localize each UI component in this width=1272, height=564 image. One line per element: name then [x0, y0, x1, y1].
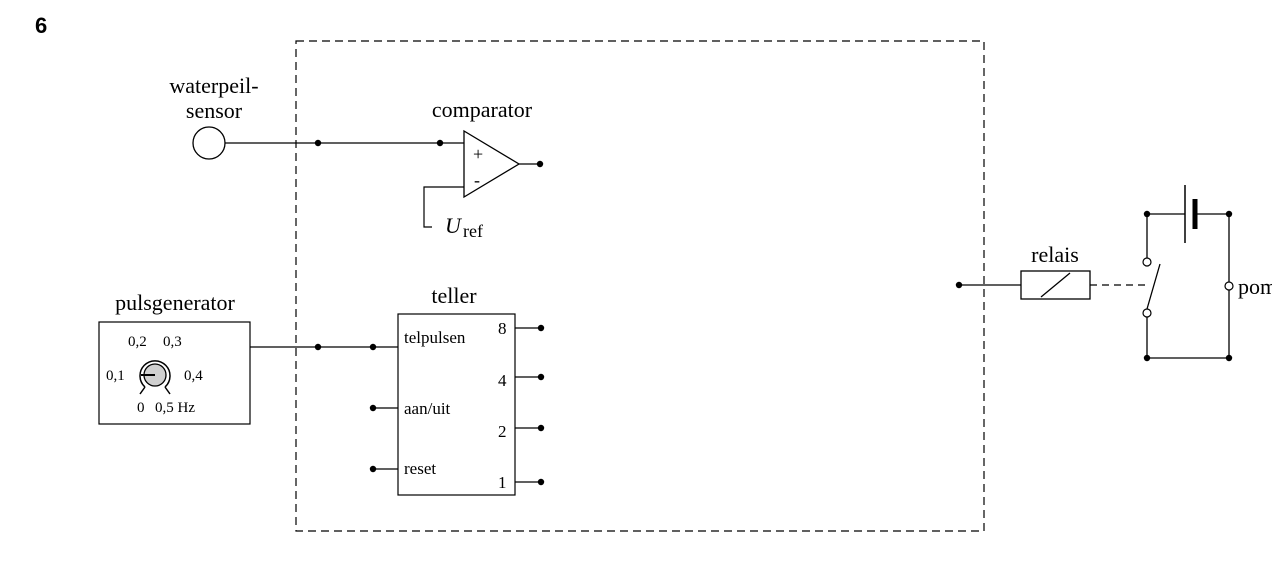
aan-uit-input-point[interactable] — [369, 404, 377, 412]
comparator-symbol — [463, 129, 521, 199]
sensor-label-line1: waterpeil- — [169, 73, 258, 98]
pulse-generator: pulsgenerator 0,2 0,3 0,1 0,4 0 0,5 Hz — [98, 290, 251, 425]
sensor-symbol — [192, 126, 226, 160]
output-1-label: 1 — [498, 473, 507, 492]
relay: relais — [955, 242, 1150, 300]
comparator: comparator + - U ref — [423, 97, 544, 241]
bottom-return-wire — [1146, 317, 1229, 359]
output-1-point[interactable] — [537, 478, 545, 486]
relais-label: relais — [1031, 242, 1079, 267]
bottom-right-node — [1225, 354, 1233, 362]
output-2-point[interactable] — [537, 424, 545, 432]
output-2-label: 2 — [498, 422, 507, 441]
comparator-plus-sign: + — [473, 144, 483, 164]
reset-input-point[interactable] — [369, 465, 377, 473]
processing-box — [295, 40, 985, 532]
dial-label-0-3: 0,3 — [163, 334, 182, 350]
teller-label: teller — [431, 283, 477, 308]
dial-scale-arc — [139, 360, 171, 388]
pulsgenerator-label: pulsgenerator — [115, 290, 235, 315]
dial-tick-min — [139, 386, 146, 395]
pump-circuit: pomp — [1142, 185, 1272, 362]
dial-label-0-4: 0,4 — [184, 368, 203, 384]
pulsgenerator-output-point[interactable] — [314, 343, 322, 351]
relay-switch-blade[interactable] — [1146, 263, 1161, 310]
uref-wire — [423, 186, 464, 228]
dial-tick-max — [164, 386, 171, 395]
dial-label-0-2: 0,2 — [128, 334, 147, 350]
output-4-label: 4 — [498, 371, 507, 390]
telpulsen-label: telpulsen — [404, 328, 466, 347]
dial-label-0-1: 0,1 — [106, 368, 125, 384]
pomp-label: pomp — [1238, 274, 1272, 299]
comparator-minus-sign: - — [474, 170, 480, 190]
switch-lower-contact — [1142, 308, 1152, 318]
pump-terminal — [1224, 281, 1234, 291]
aan-uit-label: aan/uit — [404, 399, 451, 418]
switch-upper-contact — [1142, 257, 1152, 267]
water-level-sensor: waterpeil- sensor — [169, 73, 259, 160]
pulsgenerator-box — [98, 321, 251, 425]
battery-left-node — [1143, 210, 1151, 218]
comparator-output-point[interactable] — [536, 160, 544, 168]
battery-left-wire — [1146, 213, 1185, 258]
sensor-input-point[interactable] — [314, 139, 322, 147]
output-8-label: 8 — [498, 319, 507, 338]
output-8-point[interactable] — [537, 324, 545, 332]
relay-coil-diagonal — [1040, 272, 1071, 298]
sensor-label-line2: sensor — [186, 98, 243, 123]
question-number: 6 — [35, 13, 47, 38]
uref-symbol: U — [445, 213, 463, 238]
bottom-left-node — [1143, 354, 1151, 362]
telpulsen-input-point[interactable] — [369, 343, 377, 351]
output-4-point[interactable] — [537, 373, 545, 381]
uref-subscript: ref — [463, 221, 483, 241]
teller-box — [397, 313, 516, 496]
relay-input-point[interactable] — [955, 281, 963, 289]
counter: teller telpulsen aan/uit reset 8 4 2 1 — [369, 283, 545, 496]
comparator-plus-input-point[interactable] — [436, 139, 444, 147]
dial-label-0-5-hz: 0,5 Hz — [155, 400, 195, 416]
comparator-label: comparator — [432, 97, 533, 122]
dial-label-0: 0 — [137, 400, 145, 416]
reset-label: reset — [404, 459, 436, 478]
